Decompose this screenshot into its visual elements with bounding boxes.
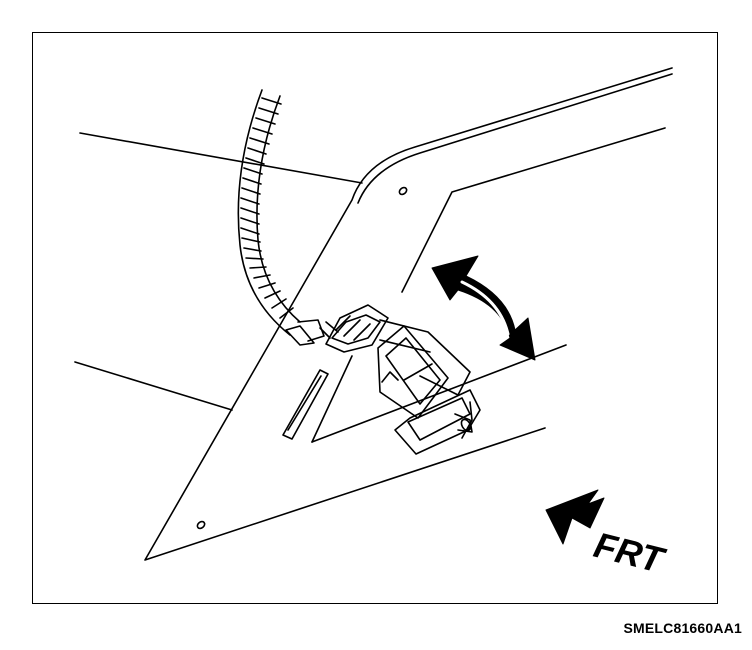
front-direction-label: FRT [590, 524, 670, 581]
mounting-hole-lower [196, 520, 206, 530]
figure-reference-code: SMELC81660AA1 [623, 620, 742, 636]
illustration-frame [32, 32, 718, 604]
double-headed-arrow-icon [431, 255, 536, 361]
panel-inner-recess-side [311, 355, 353, 443]
panel-outline [144, 67, 673, 561]
mounting-hole-upper [398, 186, 408, 196]
panel-inner-recess-lower [311, 344, 567, 443]
panel-edge-highlight [357, 73, 673, 204]
corrugated-harness [237, 89, 339, 346]
panel-inner-recess-upper [401, 127, 666, 293]
background-line-upper [79, 132, 363, 184]
connector-assembly [325, 304, 481, 455]
background-line-lower [74, 361, 233, 411]
panel-slot [282, 369, 329, 440]
panel-slot-inner [287, 375, 322, 431]
front-direction-arrow-icon [545, 489, 605, 545]
